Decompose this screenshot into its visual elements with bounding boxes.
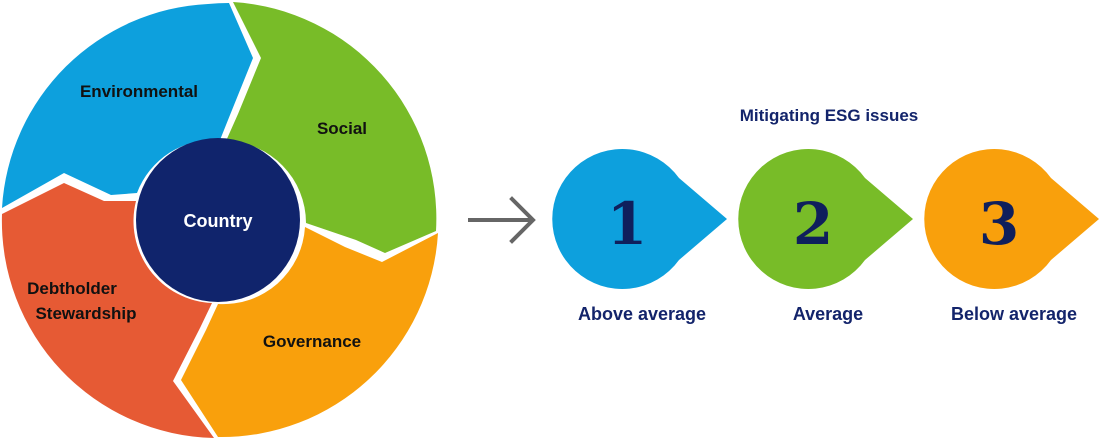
rating-number-3: 3 [979, 190, 1019, 258]
segment-social [226, 2, 437, 253]
rating-caption-1: Above average [578, 304, 706, 324]
rating-drop-2 [738, 149, 913, 289]
segment-label-debtholder: Debtholder [27, 279, 117, 298]
rating-item-3: 3 Below average [924, 149, 1099, 324]
segment-label-environmental: Environmental [80, 82, 198, 101]
rating-number-1: 1 [607, 190, 647, 258]
rating-item-2: 2 Average [738, 149, 913, 324]
segment-governance [181, 227, 438, 438]
segment-label-stewardship: Stewardship [35, 304, 136, 323]
cycle-diagram [1, 2, 438, 438]
segment-label-governance: Governance [263, 332, 361, 351]
rating-drop-3 [924, 149, 1099, 289]
ratings-title: Mitigating ESG issues [740, 106, 919, 125]
center-circle [136, 138, 300, 302]
rating-drop-1 [552, 149, 727, 289]
center-label-country: Country [184, 211, 253, 231]
rating-number-2: 2 [793, 190, 833, 258]
rating-item-1: 1 Above average [552, 149, 727, 324]
segment-environmental [2, 2, 253, 208]
rating-caption-3: Below average [951, 304, 1077, 324]
rating-caption-2: Average [793, 304, 863, 324]
segment-debtholder-stewardship [1, 183, 214, 438]
right-arrow-icon [468, 196, 536, 244]
segment-label-social: Social [317, 119, 367, 138]
